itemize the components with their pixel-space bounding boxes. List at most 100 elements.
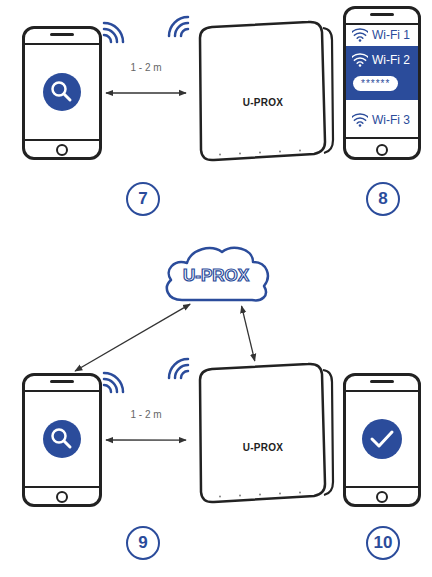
- smartphone: [22, 26, 102, 160]
- wave-arc: [104, 29, 117, 42]
- wifi-icon-dot: [359, 64, 362, 67]
- node-text-area: 8: [368, 184, 398, 214]
- success-icon: [362, 419, 402, 459]
- phone-bezel-line: [344, 390, 420, 392]
- wifi-icon-arc: [352, 54, 368, 58]
- wave-arc: [175, 23, 188, 36]
- wifi-icon-dot: [359, 124, 362, 127]
- hub-indicator-dot: [279, 493, 281, 495]
- wifi-icon-arc: [352, 29, 368, 33]
- wireless-waves: [104, 17, 188, 392]
- wave-arc: [169, 359, 188, 378]
- hub-indicator-dot: [299, 150, 301, 152]
- node-text-area: [25, 29, 99, 157]
- step-number-text: 9: [138, 533, 147, 553]
- search-icon: [43, 73, 81, 111]
- wifi-icon-arcs: [352, 114, 368, 123]
- wave-arc: [104, 373, 123, 392]
- step-number-text: 7: [138, 189, 147, 209]
- connector-arrow: [242, 306, 255, 361]
- step-number: 7: [126, 182, 160, 216]
- cloud-logo: U-PROX: [183, 266, 249, 286]
- hub-outline: [190, 362, 336, 504]
- step-number-text: 10: [374, 533, 393, 553]
- phone-speaker: [50, 33, 74, 36]
- phone-speaker: [370, 13, 394, 16]
- hub-indicator-dot: [279, 151, 281, 153]
- hub-outline: [190, 20, 336, 162]
- device-logo: U-PROX: [243, 442, 284, 453]
- phone-home-button: [57, 145, 67, 155]
- wifi-icon-dot: [359, 39, 362, 42]
- wifi-icon: [352, 113, 368, 127]
- connector-arrow: [106, 439, 186, 440]
- phone-bezel-line: [23, 390, 101, 392]
- step-number: 10: [366, 526, 400, 560]
- phone-bezel-line: [344, 486, 420, 488]
- wifi-icon-arc: [354, 118, 365, 120]
- phone-home-button: [377, 492, 387, 502]
- phone-home-button: [57, 492, 67, 502]
- hub-face: [200, 22, 325, 160]
- step-number: 8: [366, 182, 400, 216]
- phone-bezel-line: [23, 139, 101, 141]
- wifi-icon-arcs: [352, 54, 368, 63]
- hub-indicator-dot: [239, 495, 241, 497]
- password-field: ******: [353, 76, 398, 91]
- cloud-shape: [167, 248, 268, 300]
- node-text-area: 7: [128, 184, 158, 214]
- node-text-area: 9: [128, 528, 158, 558]
- wave-arc: [181, 371, 188, 378]
- hub-indicator-dot: [219, 154, 221, 156]
- hub-indicator-dot: [239, 153, 241, 155]
- search-icon: [43, 420, 81, 458]
- phone-bezel-line: [23, 43, 101, 45]
- wifi-icon: [352, 53, 368, 67]
- connector-arrow: [75, 304, 190, 371]
- network-name: Wi-Fi 3: [372, 112, 410, 128]
- hub-device: U-PROX: [190, 20, 336, 162]
- phone-bezel-line: [344, 137, 420, 139]
- wifi-icon-arc: [357, 122, 363, 123]
- cloud-service: U-PROX: [160, 242, 272, 304]
- check-mark: [372, 432, 392, 446]
- selected-network-band: [346, 46, 418, 100]
- wifi-icon: [352, 28, 368, 42]
- search-icon-handle: [64, 441, 70, 447]
- network-name: Wi-Fi 1: [372, 27, 410, 43]
- smartphone: [343, 373, 421, 507]
- search-icon-handle: [64, 94, 70, 100]
- phone-speaker: [50, 380, 74, 383]
- smartphone: [22, 373, 102, 507]
- wifi-icon-arcs: [352, 29, 368, 38]
- hub-indicator-dot: [259, 152, 261, 154]
- wave-arc: [175, 365, 188, 378]
- wifi-icon-arc: [357, 37, 363, 38]
- connector-arrow: [106, 92, 186, 93]
- node-text-area: U-PROX: [160, 242, 272, 304]
- device-logo: U-PROX: [243, 97, 284, 108]
- node-text-area: 10: [368, 528, 398, 558]
- wave-arc: [181, 29, 188, 36]
- wave-arc: [104, 23, 123, 42]
- wifi-icon-arc: [354, 33, 365, 35]
- phone-bezel-line: [23, 486, 101, 488]
- wave-arc: [169, 17, 188, 36]
- distance-label: 1 - 2 m: [130, 62, 161, 73]
- node-text-area: [25, 376, 99, 504]
- wave-arc: [104, 385, 111, 392]
- hub-indicator-dot: [299, 492, 301, 494]
- phone-home-button: [377, 145, 387, 155]
- hub-indicator-dot: [259, 494, 261, 496]
- wifi-icon-arc: [357, 62, 363, 63]
- phone-speaker: [370, 380, 394, 383]
- distance-label: 1 - 2 m: [130, 409, 161, 420]
- node-text-area: [346, 376, 418, 504]
- node-text-area: U-PROX: [190, 20, 336, 162]
- network-name: Wi-Fi 2: [372, 52, 410, 68]
- wave-arc: [104, 379, 117, 392]
- step-number: 9: [126, 526, 160, 560]
- smartphone: Wi-Fi 1 Wi-Fi 2 ****** Wi-Fi 3: [343, 6, 421, 160]
- wifi-icon-arc: [354, 58, 365, 60]
